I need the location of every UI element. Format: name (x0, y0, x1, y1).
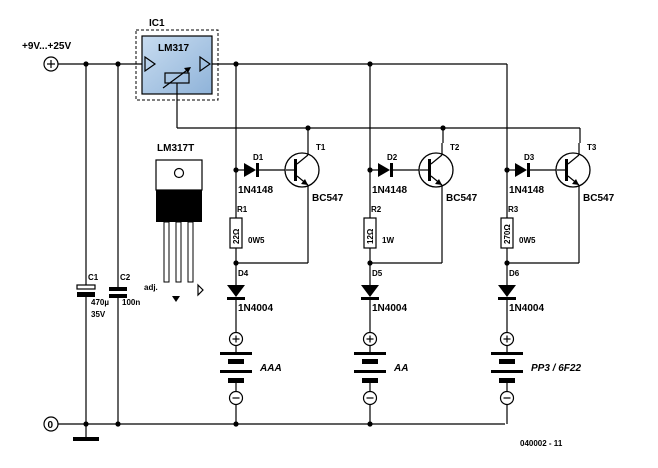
diode-ref: D2 (387, 153, 398, 162)
rect-diode-ref: D4 (238, 269, 249, 278)
battery-3 (491, 331, 523, 424)
resistor-r2 (363, 217, 442, 285)
battery-2 (354, 331, 386, 424)
rect-diode-ref: D5 (372, 269, 383, 278)
transistor-ref: T2 (450, 143, 460, 152)
ic1-ref: IC1 (149, 18, 165, 29)
out-pin-marker (197, 283, 204, 297)
resistor-r1 (229, 217, 308, 285)
resistor-value: 22Ω (232, 228, 241, 244)
diode-part: 1N4148 (509, 185, 544, 196)
ic1-part: LM317 (158, 43, 190, 54)
battery-type: PP3 / 6F22 (531, 363, 581, 374)
resistor-r3 (500, 217, 579, 285)
transistor-ref: T3 (587, 143, 597, 152)
lm317t-package: LM317T adj. (144, 143, 204, 302)
capacitor-c1: C1 470µ 35V (76, 64, 109, 424)
transistor-part: BC547 (312, 193, 344, 204)
resistor-power: 0W5 (248, 236, 265, 245)
c2-ref: C2 (120, 273, 131, 282)
resistor-power: 1W (382, 236, 394, 245)
resistor-value: 12Ω (366, 228, 375, 244)
diode-part: 1N4148 (372, 185, 407, 196)
transistor-t1 (284, 143, 320, 263)
ground-label: 0 (48, 420, 54, 431)
transistor-t3 (555, 143, 591, 263)
diode-d5 (361, 285, 379, 332)
diode-d1 (236, 163, 286, 177)
diode-ref: D1 (253, 153, 264, 162)
ground-symbol (73, 424, 99, 441)
supply-terminal: +9V...+25V (22, 41, 71, 72)
transistor-t2 (418, 143, 454, 263)
diode-d3 (507, 163, 557, 177)
battery-type: AA (393, 363, 408, 374)
adj-label: adj. (144, 283, 158, 292)
adj-rail (176, 100, 581, 143)
rect-diode-ref: D6 (509, 269, 520, 278)
transistor-part: BC547 (446, 193, 478, 204)
ic1-regulator: IC1 LM317 (135, 18, 219, 101)
transistor-ref: T1 (316, 143, 326, 152)
c1-value: 470µ (91, 298, 109, 307)
resistor-ref: R2 (371, 205, 382, 214)
package-title: LM317T (157, 143, 194, 154)
rect-diode-part: 1N4004 (372, 303, 407, 314)
resistor-ref: R3 (508, 205, 519, 214)
diode-d4 (227, 285, 245, 332)
c1-voltage: 35V (91, 310, 106, 319)
rect-diode-part: 1N4004 (238, 303, 273, 314)
rect-diode-part: 1N4004 (509, 303, 544, 314)
c2-value: 100n (122, 298, 140, 307)
junctions (83, 61, 510, 427)
adj-pin-marker (172, 296, 180, 302)
resistor-ref: R1 (237, 205, 248, 214)
resistor-power: 0W5 (519, 236, 536, 245)
battery-1 (220, 331, 252, 424)
supply-label: +9V...+25V (22, 41, 71, 52)
capacitor-c2: C2 100n (109, 64, 140, 424)
battery-type: AAA (259, 363, 282, 374)
supply-rail (58, 63, 508, 165)
transistor-part: BC547 (583, 193, 615, 204)
diode-part: 1N4148 (238, 185, 273, 196)
c1-ref: C1 (88, 273, 99, 282)
diode-ref: D3 (524, 153, 535, 162)
diode-d6 (498, 285, 516, 332)
ground-terminal: 0 (43, 416, 59, 432)
figure-code: 040002 - 11 (520, 439, 563, 448)
resistor-value: 270Ω (503, 224, 512, 244)
diode-d2 (370, 163, 420, 177)
